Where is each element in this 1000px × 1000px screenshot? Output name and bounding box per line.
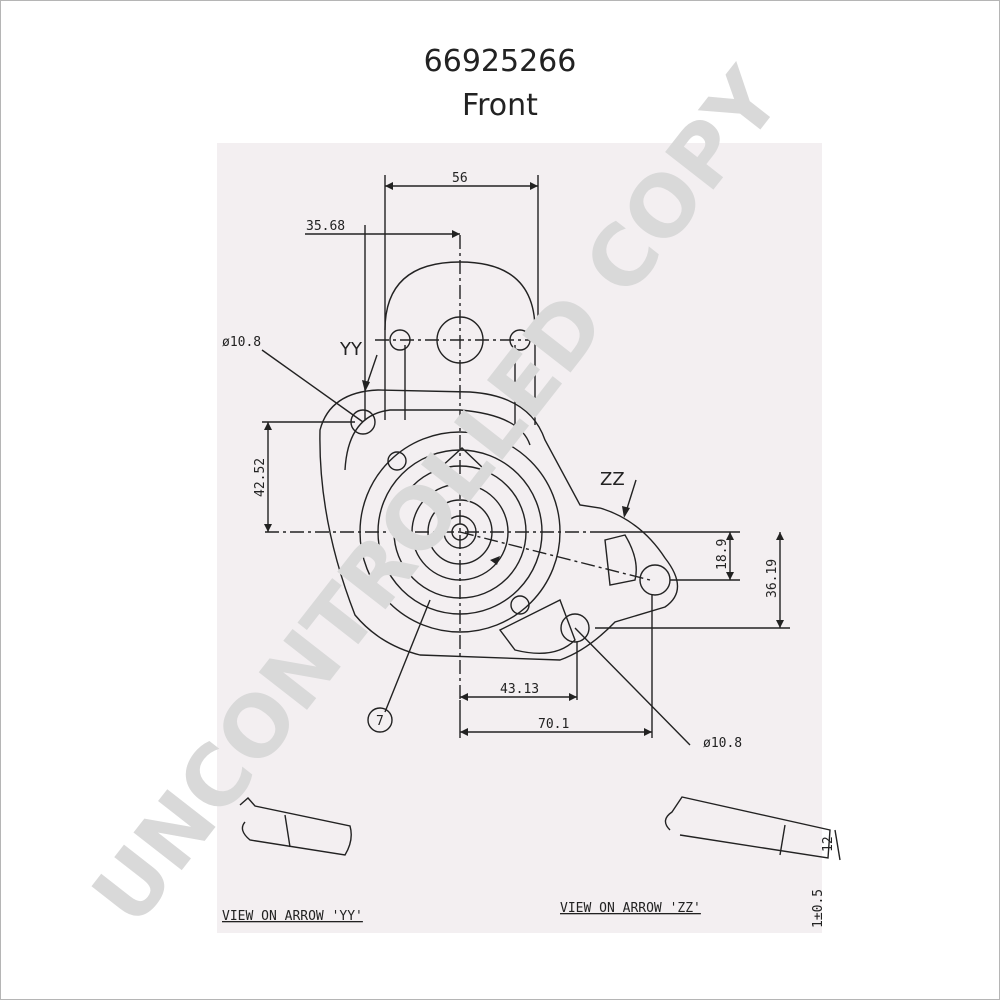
dim-text-12: 12 bbox=[821, 836, 836, 852]
housing-notch bbox=[439, 447, 486, 471]
mount-hole-right bbox=[639, 564, 671, 596]
shaft-center bbox=[451, 523, 469, 541]
dim-text-36-19: 36.19 bbox=[765, 559, 780, 598]
dim-text-42-52: 42.52 bbox=[253, 458, 268, 497]
dim-text-tolerance: 1±0.5 bbox=[811, 889, 826, 928]
balloon-number: 7 bbox=[376, 714, 384, 729]
part-number-title: 66925266 bbox=[423, 44, 577, 79]
dim-text-18-9: 18.9 bbox=[715, 539, 730, 570]
bolt-upper-left bbox=[387, 451, 407, 471]
leader-hole-right bbox=[574, 627, 691, 746]
top-bore bbox=[436, 316, 484, 364]
view-name-title: Front bbox=[462, 88, 538, 123]
flange-slot-bottom bbox=[498, 599, 576, 655]
view-zz-caption: VIEW ON ARROW 'ZZ' bbox=[560, 901, 701, 916]
tab-detail-zz bbox=[664, 796, 831, 859]
balloon-circle bbox=[367, 707, 393, 733]
flange-slot-right bbox=[604, 534, 637, 586]
flange-outline bbox=[319, 389, 679, 661]
view-yy-caption: VIEW ON ARROW 'YY' bbox=[222, 909, 363, 924]
dim-text-hole-left: ø10.8 bbox=[222, 335, 261, 350]
shaft bbox=[443, 515, 477, 549]
uncontrolled-copy-watermark: UNCONTROLLED COPY bbox=[74, 50, 801, 942]
top-ear-outline bbox=[384, 261, 536, 425]
label-yy: YY bbox=[339, 339, 363, 360]
pinion-gear bbox=[427, 499, 493, 565]
leader-hole-left bbox=[261, 349, 364, 423]
dim-line-12 bbox=[834, 829, 841, 861]
dim-text-70-1: 70.1 bbox=[538, 717, 569, 732]
dim-text-56: 56 bbox=[452, 171, 468, 186]
label-zz: ZZ bbox=[600, 469, 625, 490]
tab-detail-yy bbox=[239, 797, 352, 856]
top-bolt-right bbox=[509, 329, 531, 351]
dim-text-hole-right: ø10.8 bbox=[703, 736, 742, 751]
housing-ring-2 bbox=[393, 465, 527, 599]
top-bolt-left bbox=[389, 329, 411, 351]
dim-text-35-68: 35.68 bbox=[306, 219, 345, 234]
drawing-sheet bbox=[217, 143, 822, 933]
leader-balloon bbox=[384, 599, 431, 713]
flange-slot-left bbox=[344, 409, 531, 471]
top-ear-inner bbox=[404, 345, 516, 425]
housing-outer bbox=[359, 431, 561, 633]
diagonal-centerline bbox=[459, 531, 651, 581]
dim-text-43-13: 43.13 bbox=[500, 682, 539, 697]
housing-ring-3 bbox=[411, 483, 509, 581]
mount-hole-bottom bbox=[560, 613, 590, 643]
